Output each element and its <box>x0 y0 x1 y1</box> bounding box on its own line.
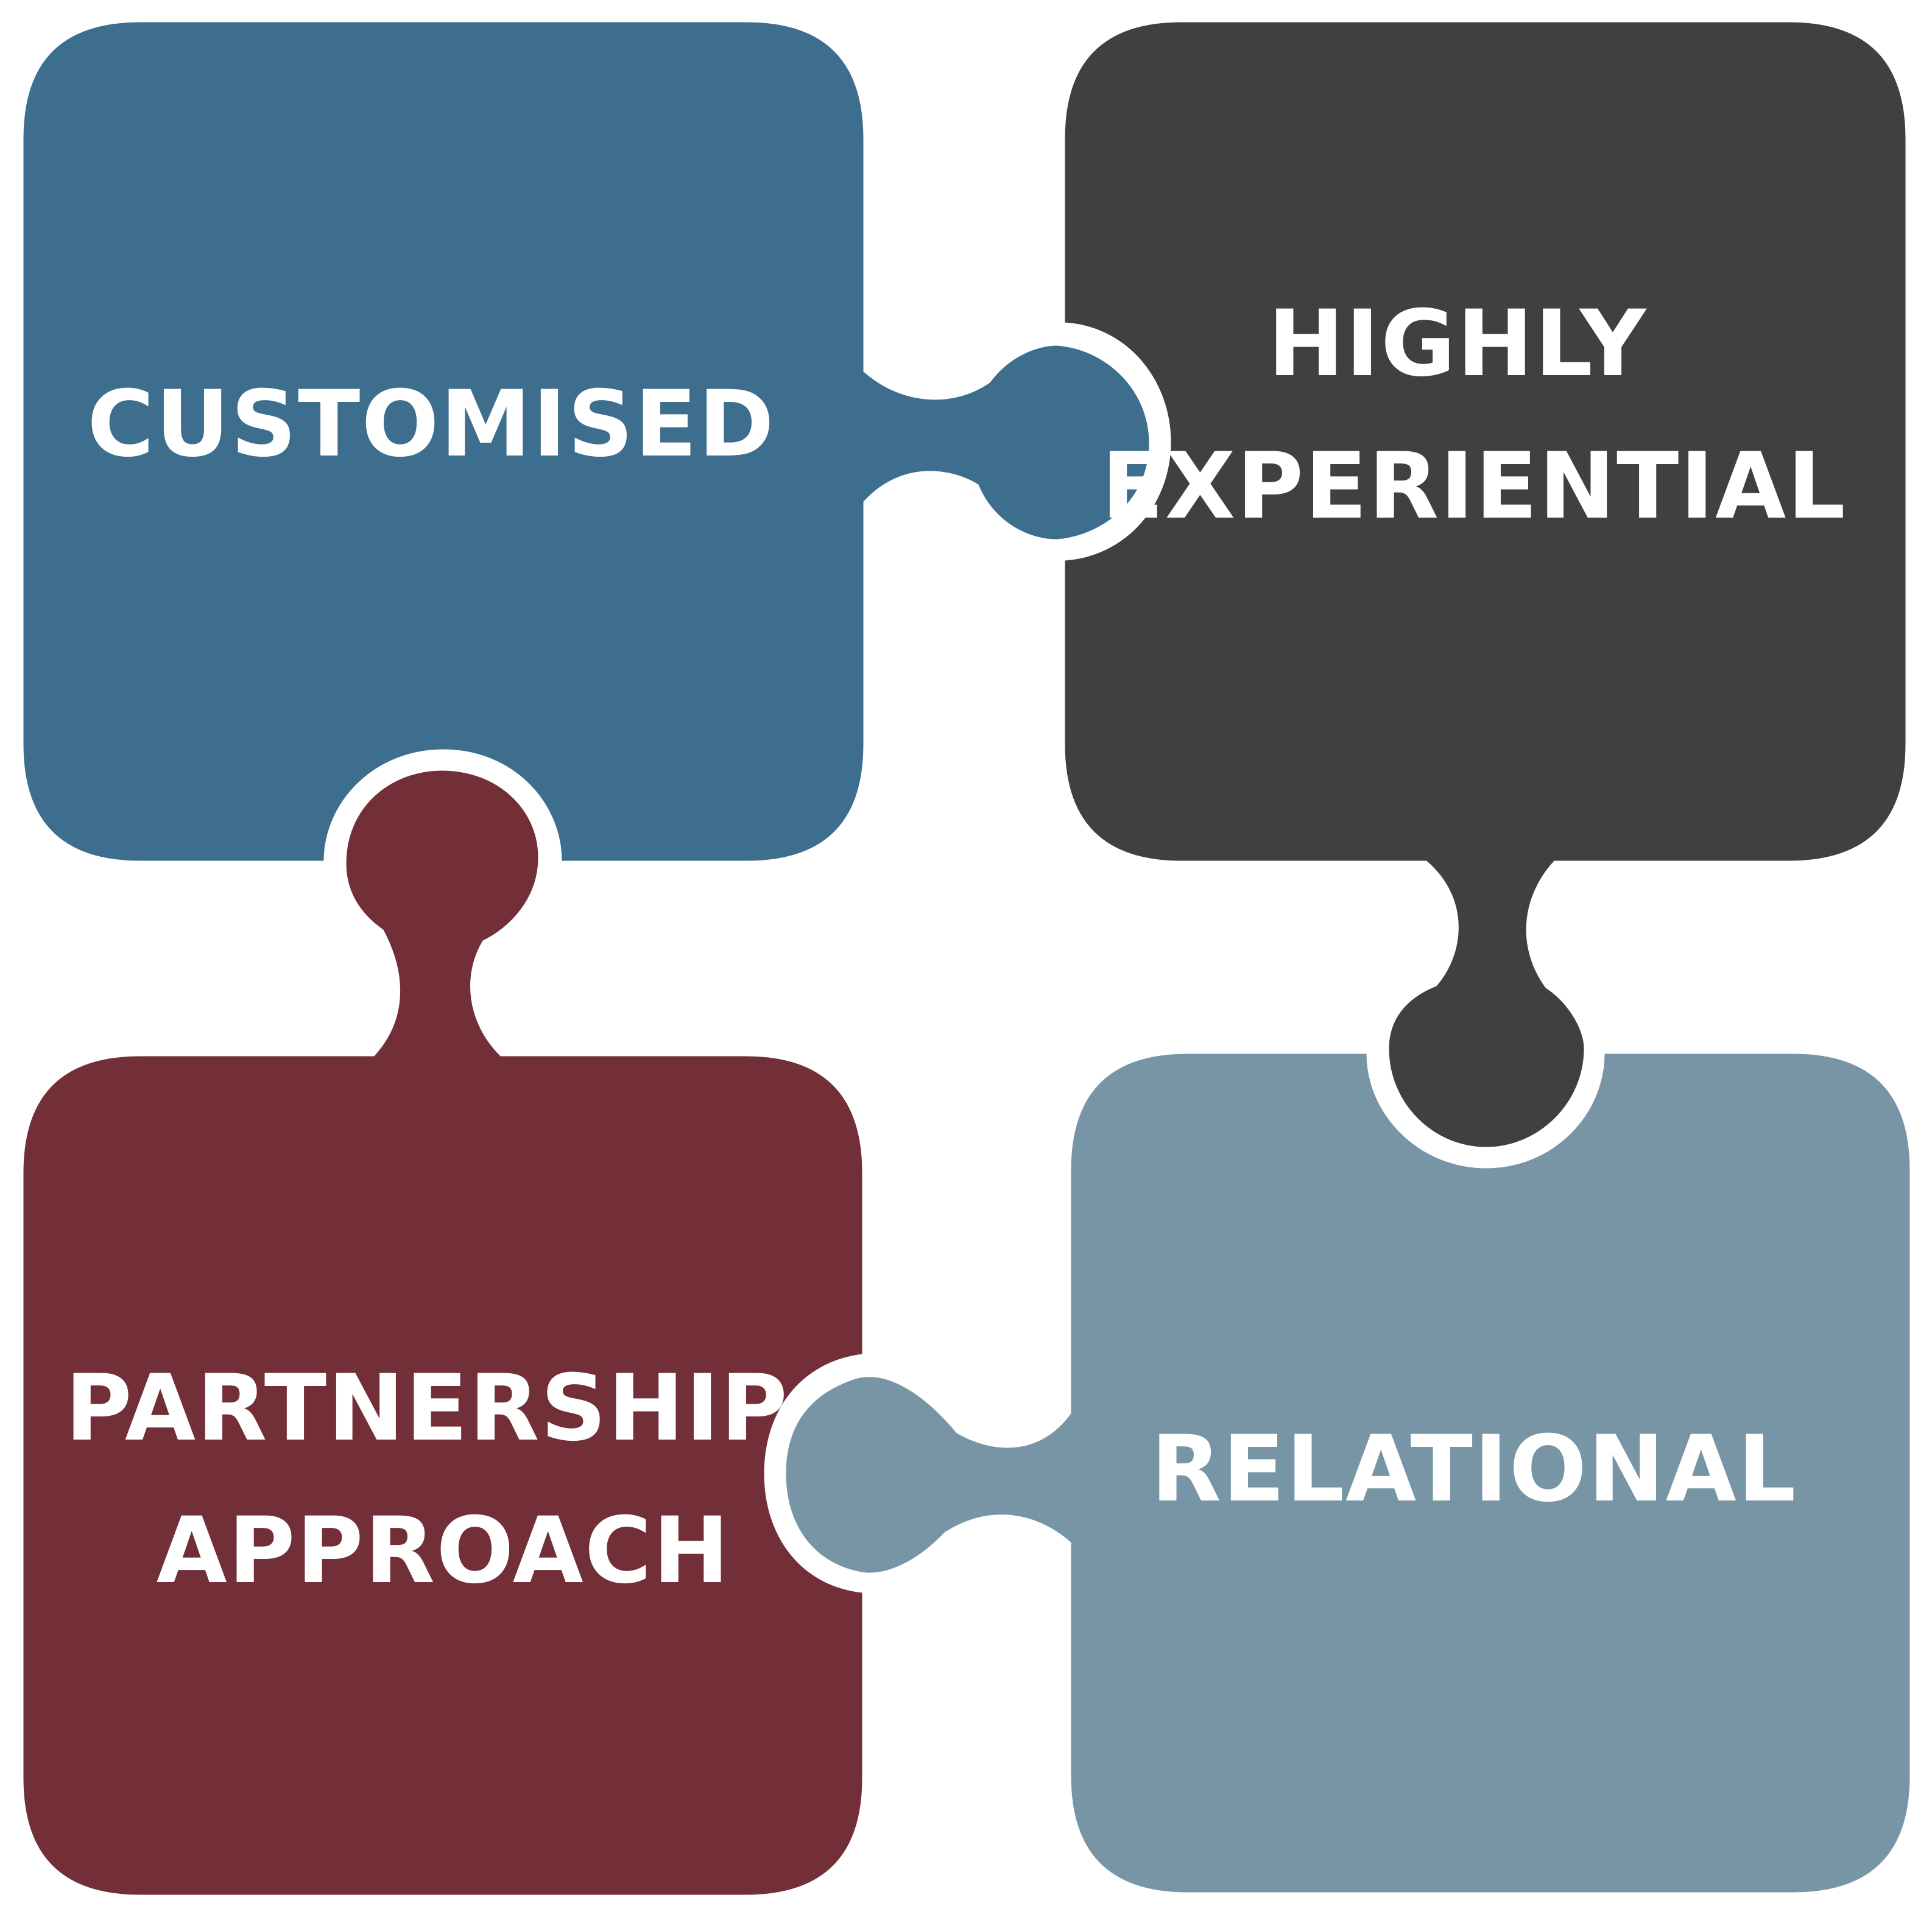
piece-relational <box>785 1053 1911 1893</box>
label-relational: RELATIONAL <box>1151 1416 1797 1522</box>
label-customised: CUSTOMISED <box>87 371 775 477</box>
piece-customised <box>23 21 1150 862</box>
piece-highly-experiential <box>1064 21 1906 1148</box>
piece-partnership-approach <box>23 770 863 1896</box>
label-partnership-approach: PARTNERSHIP APPROACH <box>65 1356 822 1604</box>
label-highly-experiential: HIGHLY EXPERIENTIAL <box>1101 291 1847 540</box>
